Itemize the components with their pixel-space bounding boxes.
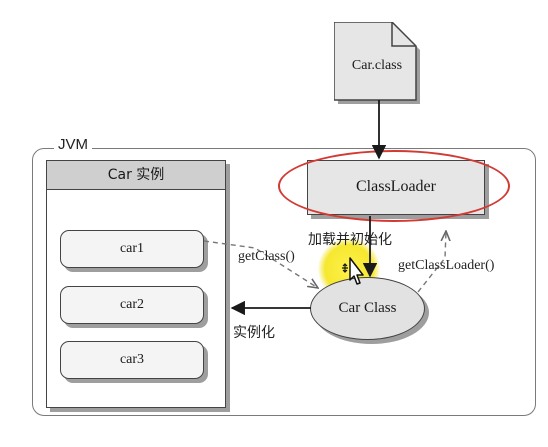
move-cursor-icon [342, 257, 364, 285]
instances-panel-title: Car 实例 [46, 160, 226, 190]
car-class-node: Car Class [310, 277, 425, 340]
label-load-init: 加载并初始化 [308, 232, 392, 248]
classloader-highlight-ring [278, 150, 510, 222]
label-get-classloader: getClassLoader() [398, 258, 495, 273]
jvm-label: JVM [54, 136, 92, 153]
class-file-icon [334, 22, 420, 104]
label-get-class: getClass() [238, 249, 295, 264]
label-instantiate: 实例化 [233, 325, 275, 341]
class-file-label: Car.class [351, 58, 403, 73]
instance-car3: car3 [60, 341, 204, 379]
jvm-frame [32, 148, 536, 416]
instance-car1: car1 [60, 230, 204, 268]
edge-get-class [203, 240, 318, 288]
instance-car2: car2 [60, 286, 204, 324]
